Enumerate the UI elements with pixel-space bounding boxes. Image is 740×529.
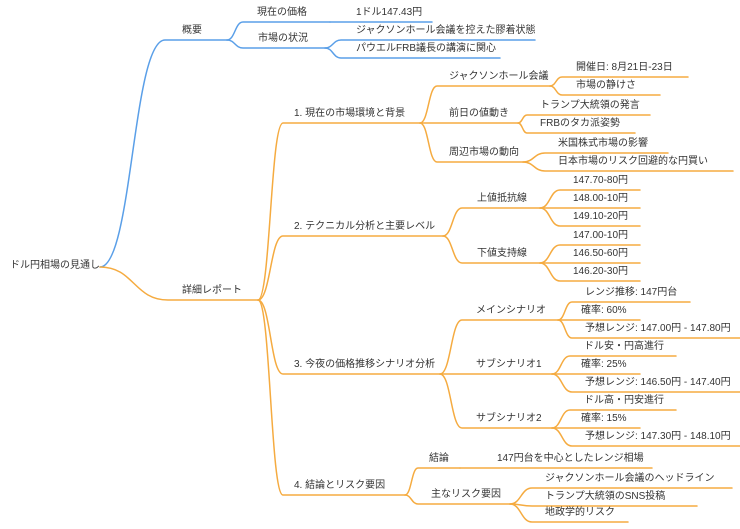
- node-support-1[interactable]: 147.00-10円: [573, 230, 629, 241]
- node-resistance-2[interactable]: 148.00-10円: [573, 193, 629, 204]
- node-resistance[interactable]: 上値抵抗線: [477, 193, 527, 204]
- node-sub-scenario-2[interactable]: サブシナリオ2: [476, 413, 542, 424]
- branch-section-2: [257, 235, 444, 301]
- node-section-2[interactable]: 2. テクニカル分析と主要レベル: [294, 221, 436, 232]
- node-sub1-forecast[interactable]: 予想レンジ: 146.50円 - 147.40円: [585, 377, 731, 388]
- branch-main-scenario: [439, 319, 559, 375]
- node-risk-1[interactable]: ジャクソンホール会議のヘッドライン: [545, 473, 715, 484]
- branch-sub1-forecast: [551, 373, 740, 393]
- node-us-stocks[interactable]: 米国株式市場の影響: [558, 138, 648, 149]
- branch-risk-3: [509, 503, 629, 523]
- branch-support-3: [539, 262, 641, 282]
- node-market-deadlock[interactable]: ジャクソンホール会議を控えた膠着状態: [356, 25, 536, 36]
- branch-ms-forecast: [557, 319, 740, 339]
- node-conclusion-value[interactable]: 147円台を中心としたレンジ相場: [497, 453, 644, 464]
- node-support[interactable]: 下値支持線: [477, 248, 527, 259]
- node-section-3[interactable]: 3. 今夜の価格推移シナリオ分析: [294, 359, 436, 370]
- orange-branch-group: [99, 76, 740, 523]
- branch-resistance: [442, 207, 541, 237]
- node-resistance-1[interactable]: 147.70-80円: [573, 175, 629, 186]
- branch-jp-yen-buying: [522, 161, 734, 172]
- node-price-value[interactable]: 1ドル147.43円: [356, 7, 423, 18]
- branch-resistance-3: [539, 207, 641, 227]
- node-section-1[interactable]: 1. 現在の市場環境と背景: [294, 108, 406, 119]
- node-surrounding-markets[interactable]: 周辺市場の動向: [449, 147, 519, 158]
- node-ms-forecast[interactable]: 予想レンジ: 147.00円 - 147.80円: [585, 323, 731, 334]
- node-section-4[interactable]: 4. 結論とリスク要因: [294, 480, 386, 491]
- branch-frb-hawkish: [517, 122, 636, 134]
- node-trump-remarks[interactable]: トランプ大統領の発言: [540, 100, 640, 111]
- branch-sub-scenario-2: [439, 373, 553, 429]
- branch-current-price: [226, 21, 331, 41]
- node-jackson-hole[interactable]: ジャクソンホール会議: [449, 71, 549, 82]
- node-powell-speech[interactable]: パウエルFRB議長の講演に関心: [356, 43, 496, 54]
- branch-risk-factors: [404, 494, 511, 505]
- node-risk-factors[interactable]: 主なリスク要因: [431, 489, 501, 500]
- branch-section-1: [257, 122, 421, 301]
- node-frb-hawkish[interactable]: FRBのタカ派姿勢: [540, 118, 620, 129]
- node-jh-date[interactable]: 開催日: 8月21日-23日: [576, 62, 673, 73]
- branch-market-condition: [226, 39, 326, 49]
- branch-section-4: [257, 299, 406, 496]
- blue-branch-group: [99, 21, 536, 268]
- branch-section-3: [257, 299, 441, 375]
- node-resistance-3[interactable]: 149.10-20円: [573, 211, 629, 222]
- branch-overview: [99, 39, 228, 268]
- branch-support: [442, 235, 541, 264]
- node-main-scenario[interactable]: メインシナリオ: [476, 305, 546, 316]
- node-market-condition[interactable]: 市場の状況: [258, 33, 308, 44]
- branch-surrounding-markets: [419, 122, 524, 163]
- node-sub2-move[interactable]: ドル高・円安進行: [584, 395, 664, 406]
- node-root[interactable]: ドル円相場の見通し: [10, 260, 100, 271]
- node-conclusion[interactable]: 結論: [429, 453, 449, 464]
- branch-detailed-report: [99, 266, 259, 301]
- branch-jackson-hole: [419, 85, 551, 124]
- node-sub2-forecast[interactable]: 予想レンジ: 147.30円 - 148.10円: [585, 431, 731, 442]
- branch-conclusion: [404, 467, 461, 496]
- node-risk-3[interactable]: 地政学的リスク: [545, 507, 615, 518]
- branch-sub2-forecast: [551, 427, 740, 447]
- node-sub1-move[interactable]: ドル安・円高進行: [584, 341, 664, 352]
- node-prev-day-move[interactable]: 前日の値動き: [449, 108, 509, 119]
- node-overview[interactable]: 概要: [182, 25, 202, 36]
- node-sub2-prob[interactable]: 確率: 15%: [581, 413, 627, 424]
- node-ms-range[interactable]: レンジ推移: 147円台: [585, 287, 678, 298]
- node-current-price[interactable]: 現在の価格: [257, 7, 307, 18]
- node-sub-scenario-1[interactable]: サブシナリオ1: [476, 359, 542, 370]
- node-jh-quiet[interactable]: 市場の静けさ: [576, 80, 636, 91]
- node-jp-yen-buying[interactable]: 日本市場のリスク回避的な円買い: [558, 156, 708, 167]
- node-ms-prob[interactable]: 確率: 60%: [581, 305, 627, 316]
- node-risk-2[interactable]: トランプ大統領のSNS投稿: [545, 491, 666, 502]
- node-sub1-prob[interactable]: 確率: 25%: [581, 359, 627, 370]
- node-support-2[interactable]: 146.50-60円: [573, 248, 629, 259]
- branch-powell-speech: [324, 47, 501, 59]
- branch-jh-quiet: [549, 85, 661, 96]
- node-detailed-report[interactable]: 詳細レポート: [182, 285, 242, 296]
- node-support-3[interactable]: 146.20-30円: [573, 266, 629, 277]
